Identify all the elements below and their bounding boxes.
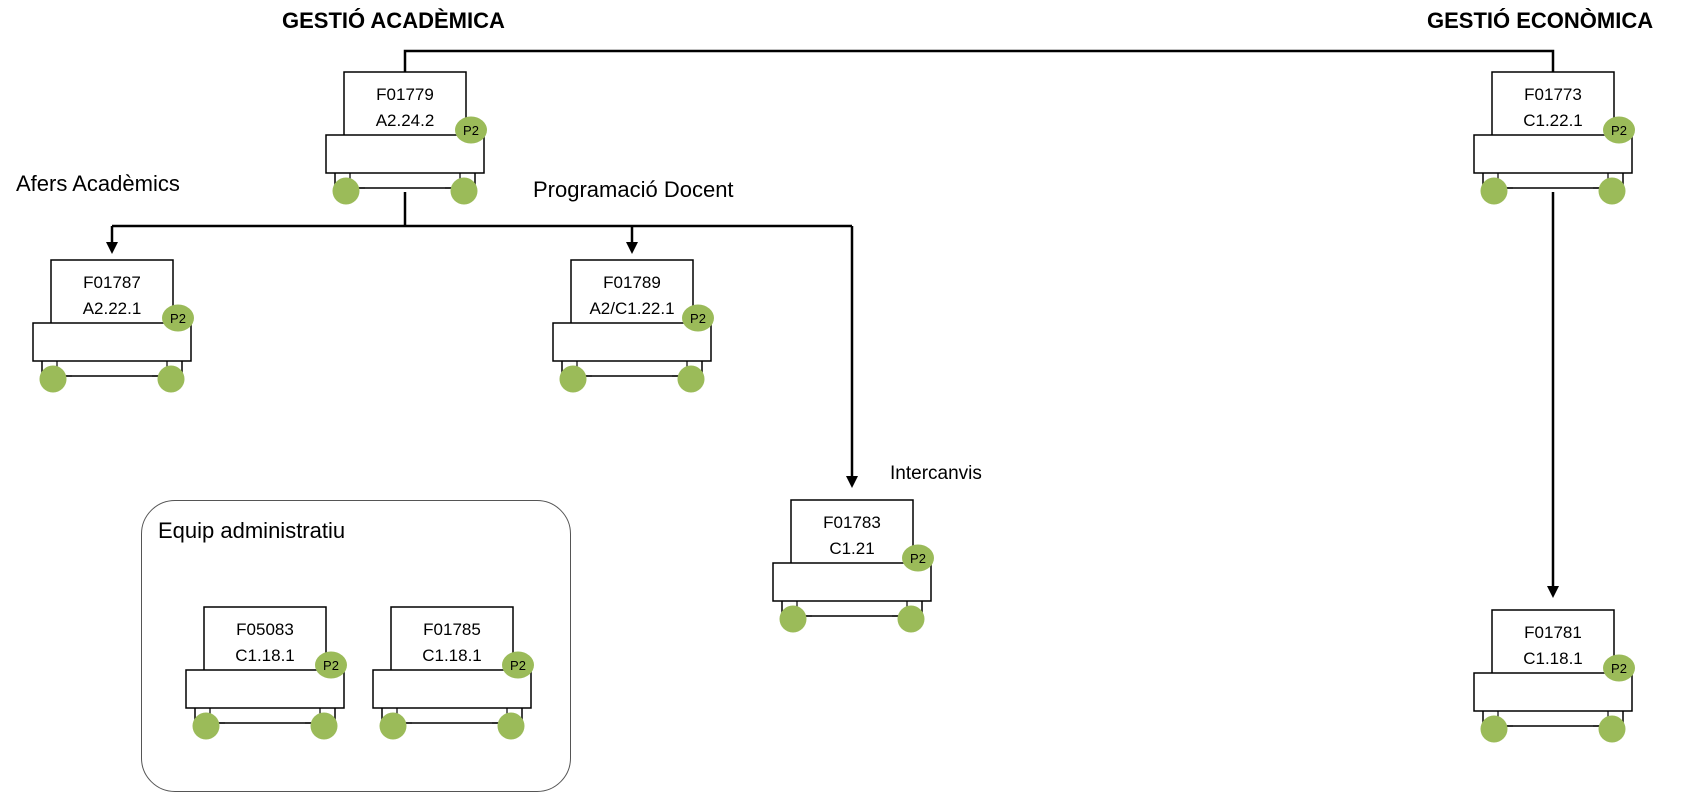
right-wheel-icon (310, 712, 338, 740)
priority-badge (1603, 654, 1635, 682)
left-wheel-icon (332, 177, 360, 205)
left-wheel-icon (379, 712, 407, 740)
priority-badge (1603, 116, 1635, 144)
priority-badge (315, 651, 347, 679)
priority-badge (682, 304, 714, 332)
paper-sheet-icon (570, 259, 694, 327)
paper-sheet-icon (790, 499, 914, 567)
right-wheel-icon (1598, 177, 1626, 205)
node-id: F01787 (83, 273, 141, 292)
priority-badge (455, 116, 487, 144)
printer-tray (1482, 173, 1624, 189)
node-code: C1.22.1 (1523, 111, 1583, 130)
node-code: A2.22.1 (83, 299, 142, 318)
printer-body (32, 322, 192, 362)
priority-badge (162, 304, 194, 332)
printer-body (185, 669, 345, 709)
printer-tray (1482, 711, 1624, 727)
node-id: F01789 (603, 273, 661, 292)
node-id: F01785 (423, 620, 481, 639)
priority-badge-label: P2 (910, 551, 926, 566)
printer-tray (194, 708, 336, 724)
header-economic: GESTIÓ ECONÒMICA (1427, 8, 1654, 33)
right-wheel-icon (157, 365, 185, 393)
node-code: C1.18.1 (235, 646, 295, 665)
group-label-equip: Equip administratiu (158, 518, 346, 543)
group-label-afers: Afers Acadèmics (16, 171, 180, 196)
printer-body (372, 669, 532, 709)
printer-tray (381, 708, 523, 724)
connector-layer: F01779A2.24.2P2F01787A2.22.1P2F01789A2/C… (32, 49, 1635, 743)
left-wheel-icon (1480, 177, 1508, 205)
right-wheel-icon (897, 605, 925, 633)
printer-tray (561, 361, 703, 377)
group-label-intercanvis: Intercanvis (890, 463, 982, 484)
paper-sheet-icon (203, 606, 327, 674)
right-wheel-icon (1598, 715, 1626, 743)
node-code: A2.24.2 (376, 111, 435, 130)
printer-body (772, 562, 932, 602)
printer-tray (41, 361, 183, 377)
node-id: F05083 (236, 620, 294, 639)
group-label-programacio: Programació Docent (533, 177, 734, 202)
paper-sheet-icon (1491, 71, 1615, 139)
printer-body (325, 134, 485, 174)
team-box-equip: Equip administratiu (141, 500, 571, 792)
left-wheel-icon (39, 365, 67, 393)
priority-badge-label: P2 (690, 311, 706, 326)
priority-badge (502, 651, 534, 679)
node-code: C1.21 (829, 539, 874, 558)
priority-badge (902, 544, 934, 572)
top-connector (403, 49, 1555, 72)
priority-badge-label: P2 (510, 658, 526, 673)
priority-badge-label: P2 (170, 311, 186, 326)
priority-badge-label: P2 (323, 658, 339, 673)
priority-badge-label: P2 (1611, 661, 1627, 676)
header-academic: GESTIÓ ACADÈMICA (282, 8, 505, 33)
node-id: F01781 (1524, 623, 1582, 642)
paper-sheet-icon (50, 259, 174, 327)
node-code: C1.18.1 (1523, 649, 1583, 668)
right-wheel-icon (450, 177, 478, 205)
left-wheel-icon (192, 712, 220, 740)
left-wheel-icon (779, 605, 807, 633)
node-id: F01779 (376, 85, 434, 104)
priority-badge-label: P2 (463, 123, 479, 138)
right-wheel-icon (497, 712, 525, 740)
priority-badge-label: P2 (1611, 123, 1627, 138)
right-wheel-icon (677, 365, 705, 393)
paper-sheet-icon (1491, 609, 1615, 677)
node-id: F01773 (1524, 85, 1582, 104)
printer-body (552, 322, 712, 362)
left-wheel-icon (559, 365, 587, 393)
printer-body (1473, 134, 1633, 174)
node-code: C1.18.1 (422, 646, 482, 665)
left-wheel-icon (1480, 715, 1508, 743)
printer-tray (334, 173, 476, 189)
node-code: A2/C1.22.1 (589, 299, 674, 318)
printer-tray (781, 601, 923, 617)
node-id: F01783 (823, 513, 881, 532)
printer-body (1473, 672, 1633, 712)
